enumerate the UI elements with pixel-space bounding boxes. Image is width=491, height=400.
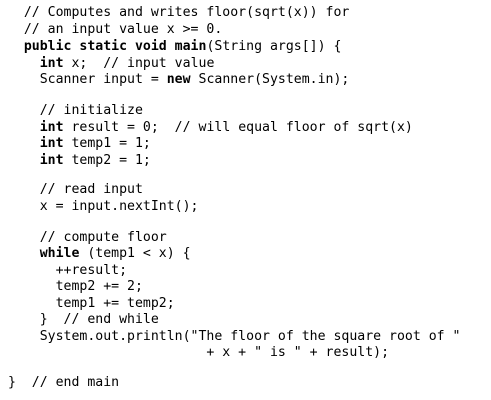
code-text: } // end main (0, 375, 120, 390)
code-line: // Computes and writes floor(sqrt(x)) fo… (0, 5, 350, 21)
code-keyword: while (39, 246, 80, 261)
code-line: } // end while (0, 312, 159, 328)
code-line: ++result; (0, 263, 127, 279)
code-line: temp1 += temp2; (0, 296, 175, 312)
code-line: // initialize (0, 103, 143, 119)
code-text: x = input.nextInt(); (0, 199, 199, 214)
code-text: // read input (0, 182, 143, 197)
code-line: // read input (0, 182, 143, 198)
code-text: System.out.println("The floor of the squ… (0, 329, 461, 344)
code-text: + x + " is " + result); (0, 345, 390, 360)
code-text: (temp1 < x) { (79, 246, 191, 261)
code-text: } // end while (0, 312, 159, 327)
code-text: // Computes and writes floor(sqrt(x)) fo… (0, 5, 350, 20)
code-text (0, 56, 40, 71)
code-text: Scanner(System.in); (190, 72, 350, 87)
code-text (0, 39, 24, 54)
code-line: } // end main (0, 375, 119, 391)
code-text: (String args[]) { (206, 39, 342, 54)
code-line: // compute floor (0, 230, 167, 246)
code-text: temp1 = 1; (63, 136, 151, 151)
code-text: // initialize (0, 103, 143, 118)
code-keyword: public static void main (23, 39, 207, 54)
code-text: temp2 += 2; (0, 279, 143, 294)
code-text: temp2 = 1; (63, 153, 151, 168)
code-line: int result = 0; // will equal floor of s… (0, 120, 413, 136)
code-line: + x + " is " + result); (0, 345, 389, 361)
code-keyword: int (39, 136, 64, 151)
code-keyword: int (39, 153, 64, 168)
code-keyword: new (166, 72, 191, 87)
code-text: // compute floor (0, 230, 167, 245)
code-keyword: int (39, 56, 64, 71)
code-line: Scanner input = new Scanner(System.in); (0, 72, 350, 88)
code-text: Scanner input = (0, 72, 167, 87)
code-text (0, 136, 40, 151)
code-text: x; // input value (63, 56, 215, 71)
code-keyword: int (39, 120, 64, 135)
code-text (0, 153, 40, 168)
code-text: result = 0; // will equal floor of sqrt(… (63, 120, 413, 135)
code-line: temp2 += 2; (0, 279, 143, 295)
code-text (0, 120, 40, 135)
code-text (0, 246, 40, 261)
code-line: System.out.println("The floor of the squ… (0, 329, 461, 345)
code-line: public static void main(String args[]) { (0, 39, 342, 55)
code-line: x = input.nextInt(); (0, 199, 199, 215)
code-text: temp1 += temp2; (0, 296, 175, 311)
code-line: int temp1 = 1; (0, 136, 151, 152)
code-line: // an input value x >= 0. (0, 22, 223, 38)
code-line: int x; // input value (0, 56, 215, 72)
code-line: while (temp1 < x) { (0, 246, 191, 262)
code-line: int temp2 = 1; (0, 153, 151, 169)
code-text: // an input value x >= 0. (0, 22, 223, 37)
code-text: ++result; (0, 263, 128, 278)
